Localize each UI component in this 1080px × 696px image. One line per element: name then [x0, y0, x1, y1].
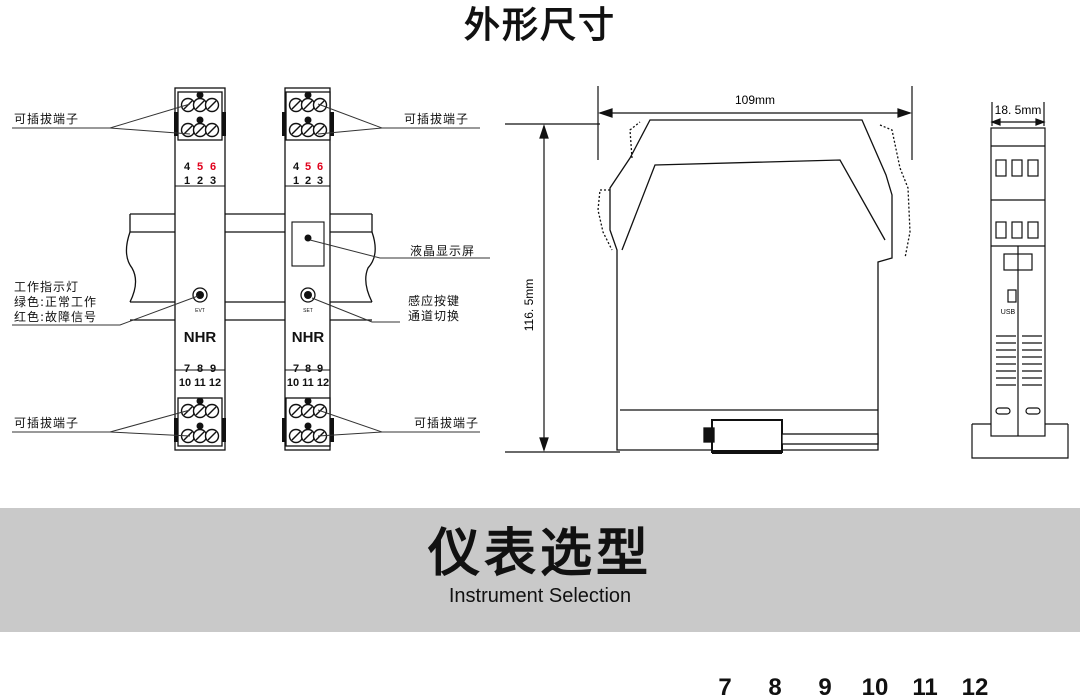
- brand-logo: NHR: [292, 329, 325, 346]
- callout-plug-terminal-bottom-left: 可插拔端子: [14, 416, 80, 430]
- terminal-label: 10: [179, 377, 191, 389]
- terminal-label: 3: [317, 175, 323, 187]
- selection-banner: 仪表选型 Instrument Selection: [0, 508, 1080, 632]
- callout-indicator-green: 绿色:正常工作: [14, 295, 98, 309]
- side-profile: [597, 119, 911, 454]
- terminal-label: 2: [197, 175, 203, 187]
- terminal-label: 8: [305, 363, 311, 375]
- terminal-label: 4: [184, 161, 191, 173]
- callout-channel-switch: 通道切换: [408, 309, 461, 323]
- led-label: EVT: [195, 308, 205, 314]
- module-left: [174, 87, 226, 451]
- terminal-label: 7: [293, 363, 299, 375]
- callout-lines: [12, 103, 490, 437]
- terminal-label: 12: [209, 377, 221, 389]
- depth-dimension: 18. 5mm: [995, 103, 1042, 117]
- terminal-label: 8: [197, 363, 203, 375]
- terminal-label: 12: [317, 377, 329, 389]
- callout-lcd-screen: 液晶显示屏: [410, 244, 476, 258]
- terminal-label: 7: [184, 363, 190, 375]
- terminal-label: 6: [210, 161, 216, 173]
- terminal-number: 9: [818, 674, 832, 696]
- terminal-label: 5: [197, 161, 203, 173]
- terminal-label: 2: [305, 175, 311, 187]
- selection-subtitle: Instrument Selection: [448, 585, 632, 607]
- terminal-label: 1: [293, 175, 299, 187]
- dimension-lines: [505, 86, 1046, 453]
- callout-plug-terminal-top-right: 可插拔端子: [404, 112, 470, 126]
- terminal-label: 11: [302, 377, 314, 389]
- terminal-number: 12: [961, 674, 989, 696]
- terminal-label: 10: [287, 377, 299, 389]
- usb-label: USB: [1001, 309, 1016, 316]
- terminal-number: 10: [861, 674, 889, 696]
- terminal-label: 1: [184, 175, 190, 187]
- callout-indicator-title: 工作指示灯: [14, 280, 80, 294]
- din-rail: [125, 213, 376, 321]
- terminal-number: 11: [912, 674, 938, 696]
- callout-touch-key: 感应按键: [408, 294, 461, 308]
- terminal-label: 6: [317, 161, 323, 173]
- terminal-label: 9: [317, 363, 323, 375]
- selection-title: 仪表选型: [427, 524, 652, 584]
- terminal-label: 9: [210, 363, 216, 375]
- terminal-label: 5: [305, 161, 311, 173]
- terminal-label: 4: [293, 161, 300, 173]
- edge-view: [971, 127, 1069, 459]
- height-dimension: 116. 5mm: [522, 279, 536, 331]
- terminal-number: 8: [768, 674, 782, 696]
- terminal-label: 3: [210, 175, 216, 187]
- module-right: [175, 87, 334, 451]
- page-title: 外形尺寸: [463, 5, 616, 46]
- width-dimension: 109mm: [735, 93, 775, 107]
- led-label: SET: [303, 308, 313, 314]
- terminal-label: 11: [194, 377, 206, 389]
- terminal-number-row: 7 8 9 10 11 12: [700, 668, 1000, 696]
- callout-plug-terminal-bottom-right: 可插拔端子: [414, 416, 480, 430]
- dimension-drawing: 4 5 6 1 2 3 4 5 6 1 2 3 7 8 9 10 11 12 7…: [12, 86, 1069, 459]
- terminal-number: 7: [718, 674, 732, 696]
- callout-indicator-red: 红色:故障信号: [14, 310, 98, 324]
- lcd-screen: [291, 221, 325, 267]
- brand-logo: NHR: [184, 329, 217, 346]
- callout-plug-terminal-top-left: 可插拔端子: [14, 112, 80, 126]
